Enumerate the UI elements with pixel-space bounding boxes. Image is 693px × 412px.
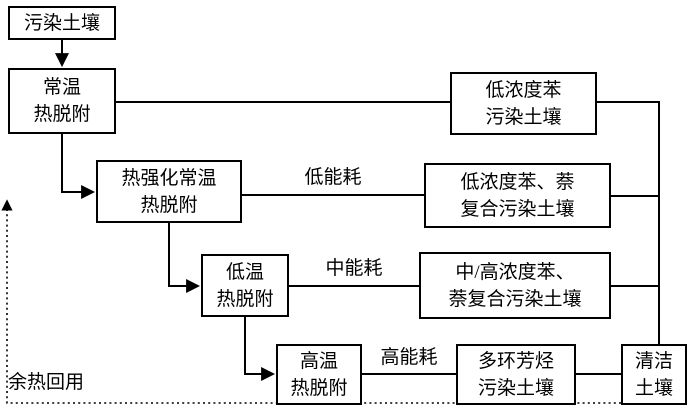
node-label: 低浓度苯、萘 bbox=[460, 171, 575, 193]
node-label: 萘复合污染土壤 bbox=[448, 288, 582, 310]
node-label: 污染土壤 bbox=[23, 12, 100, 34]
node-label: 热脱附 bbox=[216, 288, 274, 310]
node-label: 常温 bbox=[42, 77, 81, 98]
node-label: 热脱附 bbox=[290, 377, 348, 399]
edge-label-high-energy: 高能耗 bbox=[380, 347, 438, 368]
node-high-temperature-desorption: 高温 热脱附 bbox=[276, 344, 362, 405]
node-label: 复合污染土壤 bbox=[460, 198, 575, 220]
node-low-benzene-contaminated-soil: 低浓度苯 污染土壤 bbox=[450, 72, 597, 135]
node-label: 热脱附 bbox=[33, 104, 91, 125]
arrow-enhanced-to-lowtemp bbox=[168, 223, 201, 293]
arrow-ambient-to-enhanced bbox=[61, 134, 96, 199]
node-mid-high-benzene-naphthalene-soil: 中/高浓度苯、 萘复合污染土壤 bbox=[419, 252, 611, 319]
node-label: 多环芳烃 bbox=[477, 350, 554, 372]
edge-label-waste-heat-reuse: 余热回用 bbox=[8, 372, 85, 393]
node-contaminated-soil: 污染土壤 bbox=[8, 6, 116, 40]
node-label: 高温 bbox=[299, 350, 338, 372]
arrow-lowtemp-to-hightemp bbox=[244, 317, 276, 381]
node-label: 低浓度苯 bbox=[485, 79, 562, 101]
node-low-benzene-naphthalene-soil: 低浓度苯、萘 复合污染土壤 bbox=[424, 163, 611, 228]
node-ambient-thermal-desorption: 常温 热脱附 bbox=[8, 68, 116, 134]
dotted-waste-heat-reuse-line bbox=[1, 199, 621, 404]
node-low-temperature-desorption: 低温 热脱附 bbox=[201, 254, 289, 317]
edge-label-low-energy: 低能耗 bbox=[304, 167, 362, 188]
node-clean-soil: 清洁 土壤 bbox=[621, 344, 687, 405]
node-label: 清洁 bbox=[634, 350, 673, 372]
edge-label-medium-energy: 中能耗 bbox=[325, 258, 383, 279]
node-heat-enhanced-ambient-desorption: 热强化常温 热脱附 bbox=[96, 160, 242, 223]
node-label: 热脱附 bbox=[140, 194, 198, 216]
node-label: 污染土壤 bbox=[477, 377, 554, 399]
node-label: 热强化常温 bbox=[121, 167, 217, 189]
line-lowbenzene-to-clean-collector bbox=[597, 101, 660, 344]
node-label: 中/高浓度苯、 bbox=[455, 261, 575, 283]
node-label: 土壤 bbox=[634, 377, 673, 399]
node-pah-contaminated-soil: 多环芳烃 污染土壤 bbox=[456, 344, 576, 405]
node-label: 低温 bbox=[225, 261, 264, 283]
node-label: 污染土壤 bbox=[485, 106, 562, 128]
